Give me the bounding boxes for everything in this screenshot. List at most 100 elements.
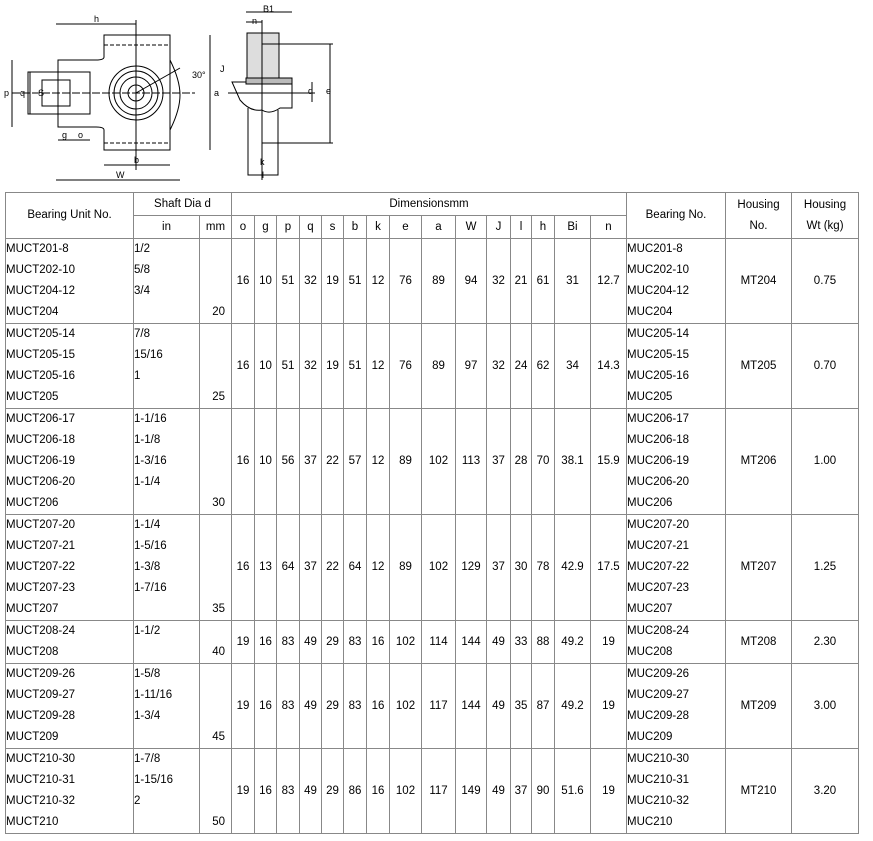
- dim-a: 89: [421, 323, 456, 409]
- bearing-no-list-item: MUC209-26: [627, 668, 689, 680]
- dim-Bi: 51.6: [554, 748, 591, 834]
- dim-o: 16: [231, 408, 255, 515]
- header-dim-b: b: [343, 215, 367, 239]
- bearing-no-list-item: MUC208-24: [627, 625, 689, 637]
- bearing-no-list-item: MUC201-8: [627, 243, 683, 255]
- dim-b: 51: [343, 323, 367, 409]
- dim-k: 12: [366, 408, 390, 515]
- dim-n: 15.9: [590, 408, 627, 515]
- dim-g: 13: [254, 514, 277, 621]
- dim-g: 10: [254, 323, 277, 409]
- dim-e: 102: [389, 620, 422, 664]
- dim-h: 90: [531, 748, 555, 834]
- bearing-no-list-item: MUC205-15: [627, 349, 689, 361]
- shaft-mm: 35: [199, 514, 232, 621]
- bearing-unit-list-item: MUCT209-26: [6, 668, 76, 680]
- header-dim-s: s: [321, 215, 344, 239]
- bearing-unit-list-item: MUCT206: [6, 497, 59, 509]
- dim-g: 10: [254, 238, 277, 324]
- dim-s: 29: [321, 663, 344, 749]
- dim-Bi: 49.2: [554, 663, 591, 749]
- dim-p: 83: [276, 748, 300, 834]
- svg-text:S: S: [38, 88, 44, 98]
- shaft-in-list-item: 1: [134, 370, 141, 382]
- dim-q: 37: [299, 514, 322, 621]
- shaft-in-list-item: [134, 599, 199, 620]
- shaft-mm: 40: [199, 620, 232, 664]
- dim-k: 12: [366, 238, 390, 324]
- dim-e: 89: [389, 408, 422, 515]
- dim-n: 12.7: [590, 238, 627, 324]
- bearing-unit-list-item: MUCT205: [6, 391, 59, 403]
- shaft-in-list-item: 1-1/4: [134, 476, 161, 488]
- dim-Bi: 34: [554, 323, 591, 409]
- dim-W: 94: [455, 238, 487, 324]
- dim-h: 87: [531, 663, 555, 749]
- svg-text:o: o: [78, 130, 83, 140]
- bearing-no-list-item: MUC209-28: [627, 710, 689, 722]
- bearing-unit-list-item: MUCT206-17: [6, 413, 76, 425]
- dim-p: 56: [276, 408, 300, 515]
- housing-no: MT209: [725, 663, 792, 749]
- bearing-no-list-item: MUC205: [627, 391, 673, 403]
- dim-s: 19: [321, 238, 344, 324]
- bearing-unit-list-item: MUCT210-31: [6, 774, 76, 786]
- header-dim-k: k: [366, 215, 390, 239]
- svg-text:q: q: [20, 88, 25, 98]
- shaft-mm: 45: [199, 663, 232, 749]
- dim-s: 22: [321, 514, 344, 621]
- dim-p: 51: [276, 238, 300, 324]
- header-mm: mm: [199, 215, 232, 239]
- bearing-unit-list-item: MUCT205-15: [6, 349, 76, 361]
- dim-h: 70: [531, 408, 555, 515]
- dim-q: 49: [299, 620, 322, 664]
- bearing-unit-list-item: MUCT209-27: [6, 689, 76, 701]
- header-dim-a: a: [421, 215, 456, 239]
- housing-no: MT210: [725, 748, 792, 834]
- dim-a: 117: [421, 663, 456, 749]
- bearing-unit-list-item: MUCT210-32: [6, 795, 76, 807]
- dim-a: 102: [421, 514, 456, 621]
- header-dim-n: n: [590, 215, 627, 239]
- header-dimensions: Dimensionsmm: [231, 192, 627, 216]
- shaft-mm: 30: [199, 408, 232, 515]
- shaft-in-list-item: 1-1/2: [134, 625, 161, 637]
- svg-text:g: g: [62, 130, 67, 140]
- dim-k: 12: [366, 323, 390, 409]
- svg-text:J: J: [220, 64, 225, 74]
- header-bearing-no: Bearing No.: [626, 192, 726, 239]
- svg-text:d: d: [308, 86, 313, 96]
- dim-a: 89: [421, 238, 456, 324]
- housing-wt: 1.25: [791, 514, 859, 621]
- bearing-no-list-item: MUC207-20: [627, 519, 689, 531]
- bearing-spec-table: Bearing Unit No. Shaft Dia d Dimensionsm…: [5, 192, 859, 834]
- dim-J: 37: [486, 408, 511, 515]
- dim-h: 88: [531, 620, 555, 664]
- dim-g: 10: [254, 408, 277, 515]
- dim-W: 97: [455, 323, 487, 409]
- dim-J: 32: [486, 323, 511, 409]
- bearing-no-list-item: MUC202-10: [627, 264, 689, 276]
- bearing-no-list-item: MUC206-17: [627, 413, 689, 425]
- dim-o: 19: [231, 748, 255, 834]
- shaft-in-list-item: 1/2: [134, 243, 150, 255]
- header-housing-wt: Housing Wt (kg): [791, 192, 859, 239]
- shaft-in-list-item: [134, 493, 199, 514]
- dim-k: 16: [366, 748, 390, 834]
- header-dim-q: q: [299, 215, 322, 239]
- shaft-in-list: 1-1/2: [133, 620, 200, 664]
- bearing-unit-list-item: MUCT207: [6, 603, 59, 615]
- dim-h: 62: [531, 323, 555, 409]
- bearing-no-list-item: MUC206: [627, 497, 673, 509]
- shaft-in-list-item: 1-1/8: [134, 434, 161, 446]
- shaft-in-list-item: 1-3/16: [134, 455, 167, 467]
